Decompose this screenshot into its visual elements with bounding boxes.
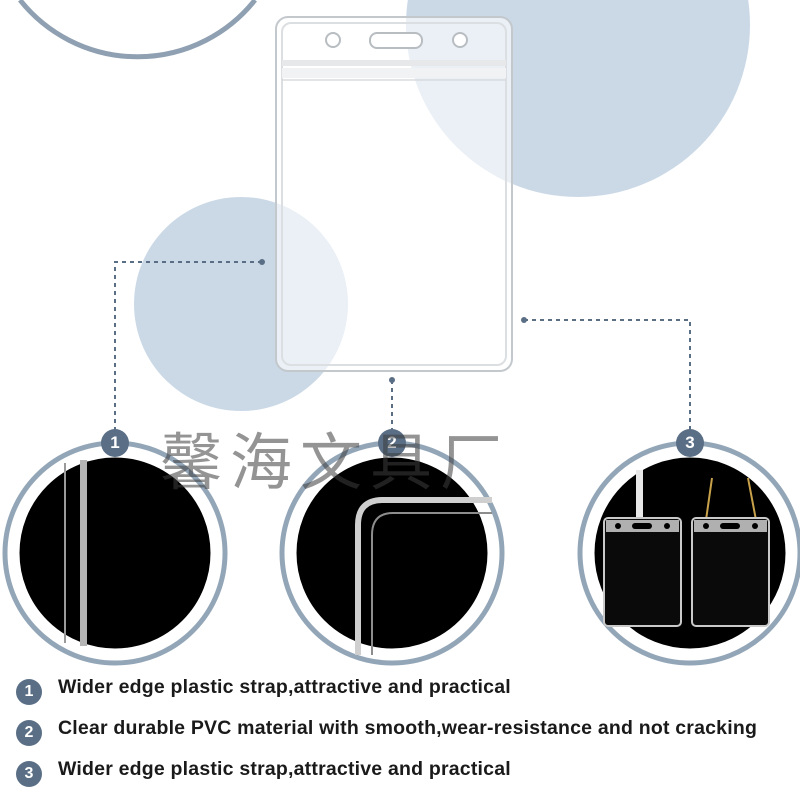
watermark: 馨海文具厂 [160, 426, 511, 499]
callout-badge-1: 1 [101, 429, 129, 457]
feature-list: 1 Wider edge plastic strap,attractive an… [16, 676, 786, 799]
feature-text: Clear durable PVC material with smooth,w… [58, 717, 758, 739]
hole-icon [452, 32, 468, 48]
leader-lines [114, 261, 691, 430]
decor-arc [18, 0, 257, 60]
callout-badge-3: 3 [676, 429, 704, 457]
callout-badge-2: 2 [378, 429, 406, 457]
badge-holder [275, 16, 513, 372]
feature-text: Wider edge plastic strap,attractive and … [58, 758, 511, 780]
feature-item: 3 Wider edge plastic strap,attractive an… [16, 758, 786, 787]
hole-icon [325, 32, 341, 48]
slot-icon [369, 32, 423, 49]
feature-item: 1 Wider edge plastic strap,attractive an… [16, 676, 786, 705]
detail-circle-3 [577, 440, 800, 666]
feature-number: 2 [16, 720, 42, 746]
feature-number: 3 [16, 761, 42, 787]
feature-number: 1 [16, 679, 42, 705]
feature-text: Wider edge plastic strap,attractive and … [58, 676, 511, 698]
feature-item: 2 Clear durable PVC material with smooth… [16, 717, 786, 746]
